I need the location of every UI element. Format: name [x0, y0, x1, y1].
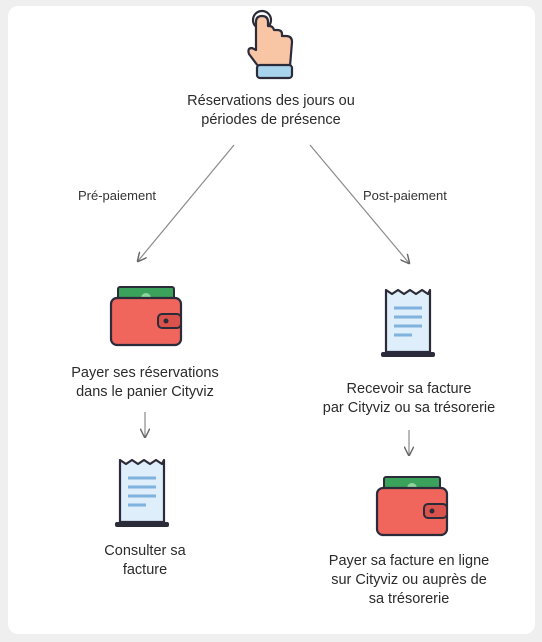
receipt-icon	[115, 458, 169, 527]
arrow-to-postpaiement	[309, 144, 409, 263]
prepaiement-label: Pré-paiement	[78, 188, 157, 203]
right-step2-line3: sa trésorerie	[368, 591, 450, 607]
right-step1-label: Recevoir sa facture par Cityviz ou sa tr…	[274, 380, 542, 418]
left-step1-line1: Payer ses réservations	[71, 365, 219, 381]
right-step2-line2: sur Cityviz ou auprès de	[331, 572, 487, 588]
tap-hand-icon	[247, 9, 294, 80]
left-step1-label: Payer ses réservations dans le panier Ci…	[20, 364, 270, 402]
wallet-icon	[109, 286, 183, 347]
arrow-to-prepaiement	[138, 144, 235, 261]
start-label-line2: périodes de présence	[201, 112, 341, 128]
start-label: Réservations des jours ou périodes de pr…	[146, 92, 396, 130]
wallet-icon	[375, 476, 449, 537]
receipt-icon	[381, 288, 435, 357]
left-step2-label: Consulter sa facture	[45, 542, 245, 580]
start-label-line1: Réservations des jours ou	[187, 93, 355, 109]
left-step2-line1: Consulter sa	[104, 543, 186, 559]
left-step1-line2: dans le panier Cityviz	[76, 384, 214, 400]
left-step2-line2: facture	[122, 562, 168, 578]
right-step2-label: Payer sa facture en ligne sur Cityviz ou…	[284, 552, 534, 609]
postpaiement-label: Post-paiement	[363, 188, 447, 203]
right-step1-line2: par Cityviz ou sa trésorerie	[322, 400, 496, 416]
right-step1-line1: Recevoir sa facture	[346, 381, 472, 397]
right-step2-line1: Payer sa facture en ligne	[328, 553, 490, 569]
